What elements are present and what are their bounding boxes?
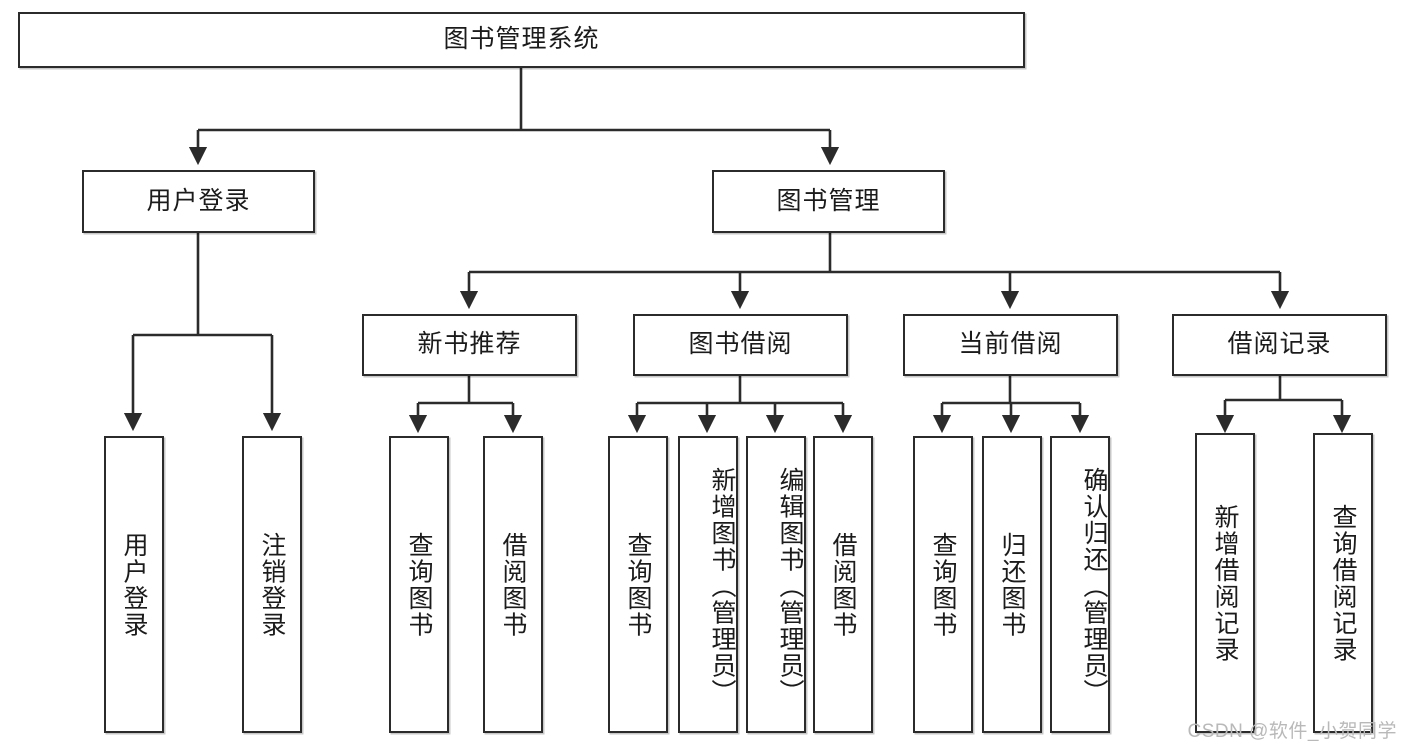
node-user-login[interactable]: 用户登录 bbox=[82, 170, 315, 233]
node-leaf-add-record[interactable]: 新增借阅记录 bbox=[1195, 433, 1255, 733]
node-leaf-return-book[interactable]: 归还图书 bbox=[982, 436, 1042, 733]
node-current-borrow[interactable]: 当前借阅 bbox=[903, 314, 1118, 376]
node-leaf-query-record[interactable]: 查询借阅记录 bbox=[1313, 433, 1373, 733]
node-leaf-confirm-return-label: 确认归还（管理员） bbox=[1080, 467, 1108, 706]
node-leaf-borrow-book-1[interactable]: 借阅图书 bbox=[483, 436, 543, 733]
node-book-mgmt[interactable]: 图书管理 bbox=[712, 170, 945, 233]
node-borrow-record[interactable]: 借阅记录 bbox=[1172, 314, 1387, 376]
node-leaf-user-logout[interactable]: 注销登录 bbox=[242, 436, 302, 733]
node-leaf-borrow-book-2-label: 借阅图书 bbox=[829, 531, 857, 638]
node-leaf-query-book-2[interactable]: 查询图书 bbox=[608, 436, 668, 733]
node-leaf-borrow-book-1-label: 借阅图书 bbox=[499, 531, 527, 638]
node-leaf-user-login-label: 用户登录 bbox=[120, 531, 148, 638]
csdn-watermark: CSDN @软件_小贺同学 bbox=[1187, 721, 1397, 742]
node-leaf-add-book-label: 新增图书（管理员） bbox=[708, 467, 736, 706]
node-borrow-record-label: 借阅记录 bbox=[1227, 330, 1332, 359]
node-leaf-query-book-1-label: 查询图书 bbox=[405, 531, 433, 638]
node-leaf-query-book-1[interactable]: 查询图书 bbox=[389, 436, 449, 733]
node-book-mgmt-label: 图书管理 bbox=[776, 186, 881, 215]
node-leaf-user-login[interactable]: 用户登录 bbox=[104, 436, 164, 733]
node-user-login-label: 用户登录 bbox=[146, 186, 251, 215]
node-leaf-query-book-3-label: 查询图书 bbox=[929, 531, 957, 638]
node-current-borrow-label: 当前借阅 bbox=[958, 330, 1063, 359]
node-leaf-user-logout-label: 注销登录 bbox=[258, 531, 286, 638]
node-leaf-query-book-2-label: 查询图书 bbox=[624, 531, 652, 638]
node-leaf-edit-book-label: 编辑图书（管理员） bbox=[776, 467, 804, 706]
node-root[interactable]: 图书管理系统 bbox=[18, 12, 1025, 68]
node-new-book-rec[interactable]: 新书推荐 bbox=[362, 314, 577, 376]
node-root-label: 图书管理系统 bbox=[443, 25, 600, 54]
node-leaf-add-record-label: 新增借阅记录 bbox=[1211, 503, 1239, 663]
node-leaf-return-book-label: 归还图书 bbox=[998, 531, 1026, 638]
node-leaf-add-book[interactable]: 新增图书（管理员） bbox=[678, 436, 738, 733]
node-book-borrow-label: 图书借阅 bbox=[688, 330, 793, 359]
node-leaf-edit-book[interactable]: 编辑图书（管理员） bbox=[746, 436, 806, 733]
node-book-borrow[interactable]: 图书借阅 bbox=[633, 314, 848, 376]
node-leaf-confirm-return[interactable]: 确认归还（管理员） bbox=[1050, 436, 1110, 733]
node-leaf-query-record-label: 查询借阅记录 bbox=[1329, 503, 1357, 663]
node-leaf-query-book-3[interactable]: 查询图书 bbox=[913, 436, 973, 733]
node-new-book-rec-label: 新书推荐 bbox=[417, 330, 522, 359]
node-leaf-borrow-book-2[interactable]: 借阅图书 bbox=[813, 436, 873, 733]
